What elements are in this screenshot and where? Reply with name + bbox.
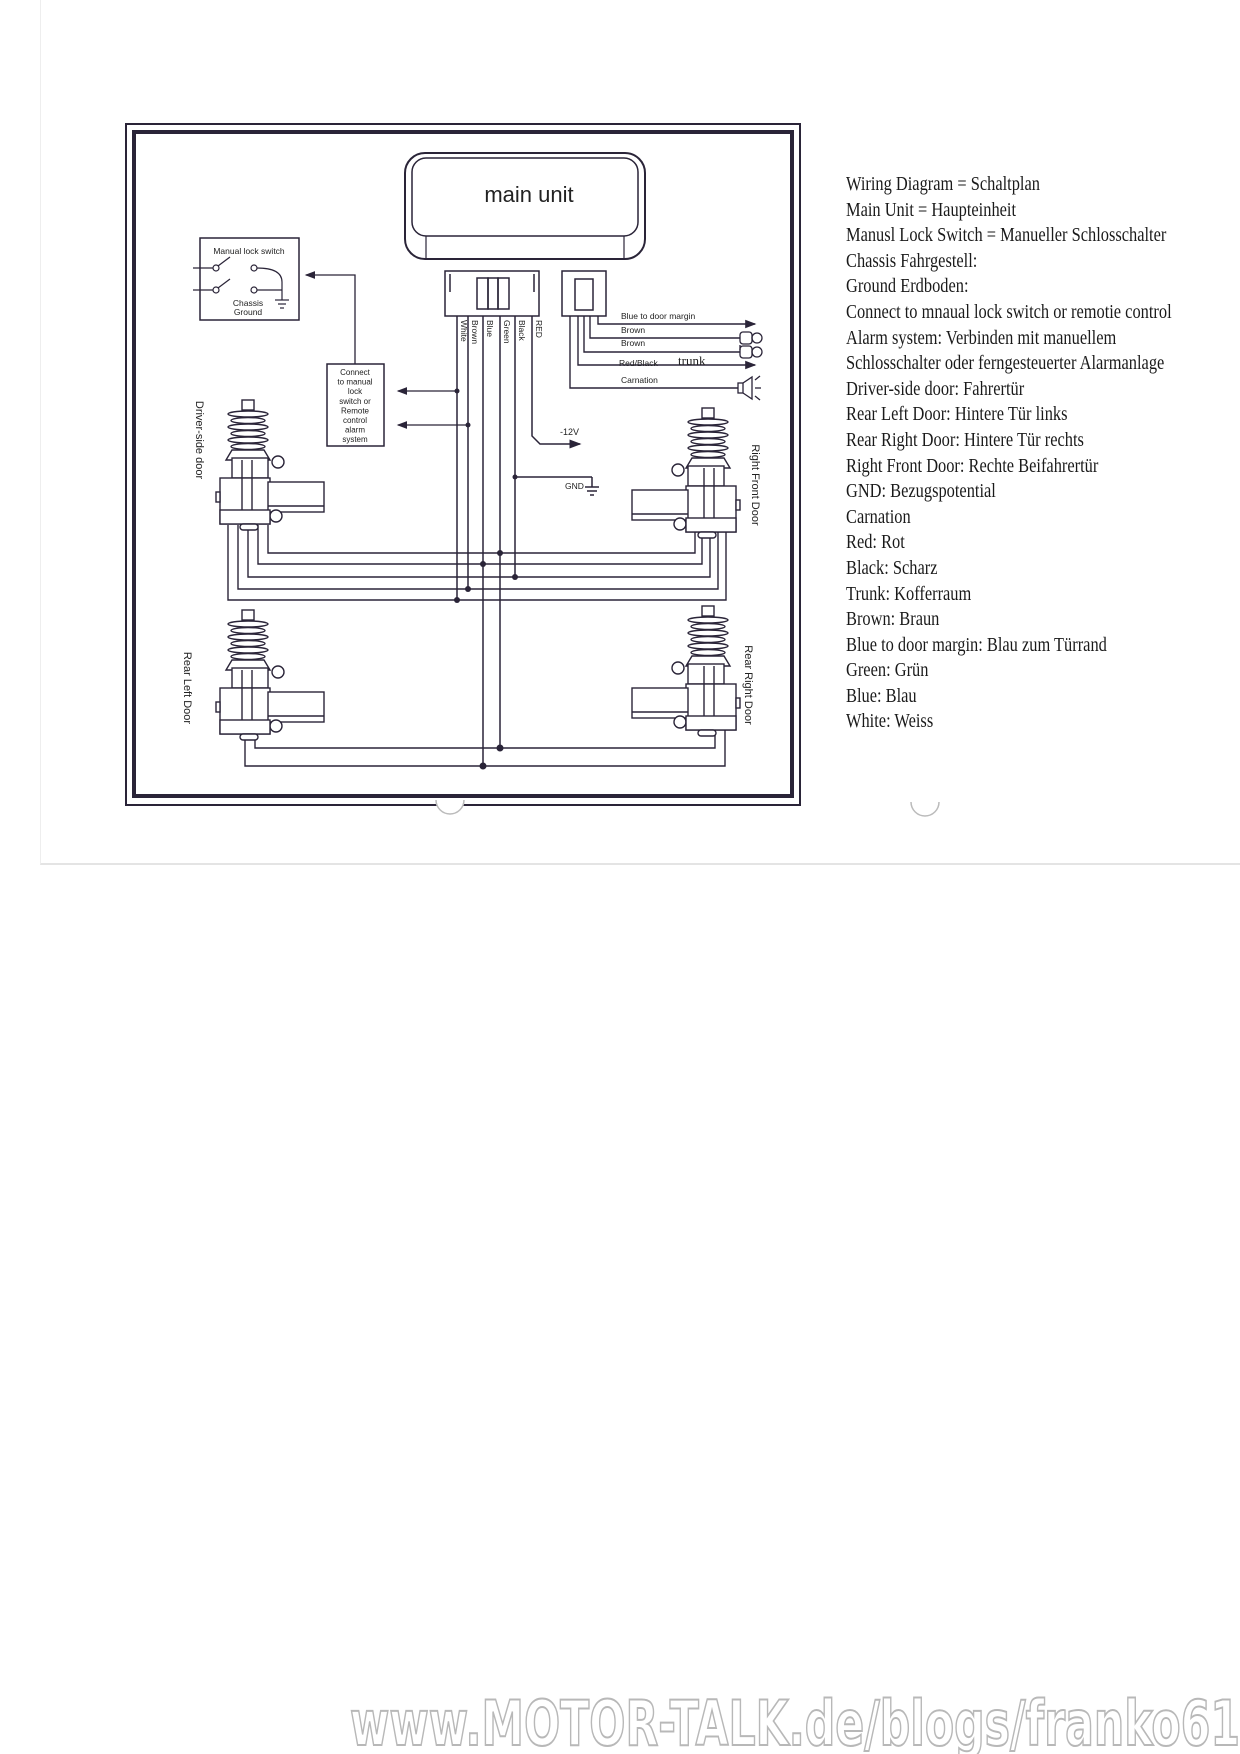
wire-label: RED bbox=[534, 320, 544, 338]
door-label-right-front: Right Front Door bbox=[749, 444, 761, 526]
wire-brown-2 bbox=[583, 316, 740, 353]
chassis-label: Chassis bbox=[233, 298, 263, 308]
legend-line: Alarm system: Verbinden mit manuellem bbox=[846, 326, 1117, 349]
connect-box-line: alarm bbox=[345, 426, 365, 435]
harness-wire bbox=[227, 525, 727, 601]
junction-dot bbox=[465, 422, 471, 428]
junction-dot bbox=[496, 744, 504, 752]
wire-red-black bbox=[577, 316, 757, 370]
horn-icon bbox=[737, 375, 761, 401]
legend-line: White: Weiss bbox=[846, 710, 934, 733]
junction-dot bbox=[454, 388, 460, 394]
wire-label: Green bbox=[502, 320, 512, 344]
connect-box-line: lock bbox=[348, 387, 363, 396]
watermark: www.MOTOR-TALK.de/blogs/franko61 bbox=[350, 1687, 1240, 1754]
label-carnation: Carnation bbox=[621, 375, 658, 385]
minus-12v-label: -12V bbox=[560, 427, 579, 437]
legend-line: Black: Scharz bbox=[846, 556, 938, 579]
bulb-icon bbox=[739, 345, 763, 359]
legend-line: GND: Bezugspotential bbox=[846, 480, 996, 503]
scan-edge bbox=[40, 0, 1240, 865]
wire-label: White bbox=[459, 320, 469, 342]
inner-frame bbox=[132, 130, 794, 798]
rear-right-door-actuator bbox=[631, 605, 741, 737]
connector-aux bbox=[561, 270, 607, 317]
junction-dot bbox=[454, 597, 460, 603]
main-unit: main unit bbox=[404, 152, 646, 260]
connect-box-line: switch or bbox=[339, 397, 371, 406]
driver-door-actuator bbox=[215, 399, 325, 531]
manual-lock-switch bbox=[193, 237, 300, 321]
ground-label: Ground bbox=[234, 307, 263, 317]
punch-hole bbox=[910, 801, 940, 817]
manual-switch-title: Manual lock switch bbox=[213, 246, 285, 256]
label-red-black: Red/Black bbox=[619, 358, 658, 368]
wire-brown-1 bbox=[589, 316, 740, 339]
connect-box-line: Remote bbox=[341, 406, 370, 415]
rear-left-door-actuator bbox=[215, 609, 325, 741]
label-blue-door-margin: Blue to door margin bbox=[621, 311, 695, 321]
legend-line: Right Front Door: Rechte Beifahrertür bbox=[846, 454, 1099, 477]
wire-label: Blue bbox=[485, 320, 495, 337]
wire-label: Brown bbox=[470, 320, 480, 344]
legend-line: Rear Right Door: Hintere Tür rechts bbox=[846, 428, 1084, 451]
legend-line: Main Unit = Haupteinheit bbox=[846, 198, 1017, 221]
connect-box-line: Connect bbox=[340, 368, 371, 377]
legend-line: Driver-side door: Fahrertür bbox=[846, 377, 1025, 400]
right-front-door-actuator bbox=[631, 407, 741, 539]
connector-main bbox=[444, 270, 540, 317]
harness-wire bbox=[267, 525, 696, 554]
connect-box-line: to manual bbox=[337, 378, 372, 387]
punch-hole bbox=[435, 799, 465, 815]
label-brown-2: Brown bbox=[621, 338, 645, 348]
junction-dot bbox=[480, 561, 486, 567]
door-label-driver: Driver-side door bbox=[193, 401, 205, 480]
label-brown-1: Brown bbox=[621, 325, 645, 335]
connect-box-line: system bbox=[342, 435, 368, 444]
legend-line: Red: Rot bbox=[846, 531, 905, 554]
junction-dot bbox=[497, 550, 503, 556]
legend-line: Blue: Blau bbox=[846, 684, 917, 707]
legend-line: Carnation bbox=[846, 505, 911, 528]
legend-line: Schlosschalter oder ferngesteuerter Alar… bbox=[846, 352, 1165, 375]
wire-red bbox=[531, 316, 582, 449]
legend-line: Ground Erdboden: bbox=[846, 275, 969, 298]
junction-dot bbox=[512, 474, 518, 480]
harness-wire bbox=[257, 525, 703, 565]
legend-line: Manusl Lock Switch = Manueller Schlossch… bbox=[846, 224, 1167, 247]
junction-dot bbox=[479, 762, 487, 770]
legend-line: Brown: Braun bbox=[846, 608, 940, 631]
connect-box-line: control bbox=[343, 416, 367, 425]
legend-line: Green: Grün bbox=[846, 659, 929, 682]
main-unit-label: main unit bbox=[484, 182, 573, 207]
label-trunk: trunk bbox=[678, 353, 706, 368]
legend-line: Rear Left Door: Hintere Tür links bbox=[846, 403, 1068, 426]
legend-line: Connect to mnaual lock switch or remotie… bbox=[846, 300, 1172, 323]
legend-line: Trunk: Kofferraum bbox=[846, 582, 972, 605]
gnd-label: GND bbox=[565, 481, 584, 491]
harness-wire bbox=[254, 729, 716, 749]
door-label-rear-right: Rear Right Door bbox=[742, 645, 754, 725]
connect-to-switch-line bbox=[304, 271, 356, 364]
legend-line: Chassis Fahrgestell: bbox=[846, 249, 978, 272]
harness-wire bbox=[237, 525, 719, 590]
legend-line: Blue to door margin: Blau zum Türrand bbox=[846, 633, 1107, 656]
legend-line: Wiring Diagram = Schaltplan bbox=[846, 173, 1040, 195]
door-label-rear-left: Rear Left Door bbox=[181, 652, 193, 724]
wire-label: Black bbox=[517, 320, 527, 342]
wire-carnation bbox=[569, 316, 738, 389]
junction-dot bbox=[465, 586, 471, 592]
junction-dot bbox=[512, 574, 518, 580]
wire-blue-door-margin bbox=[597, 316, 757, 329]
harness-wire bbox=[247, 525, 711, 578]
